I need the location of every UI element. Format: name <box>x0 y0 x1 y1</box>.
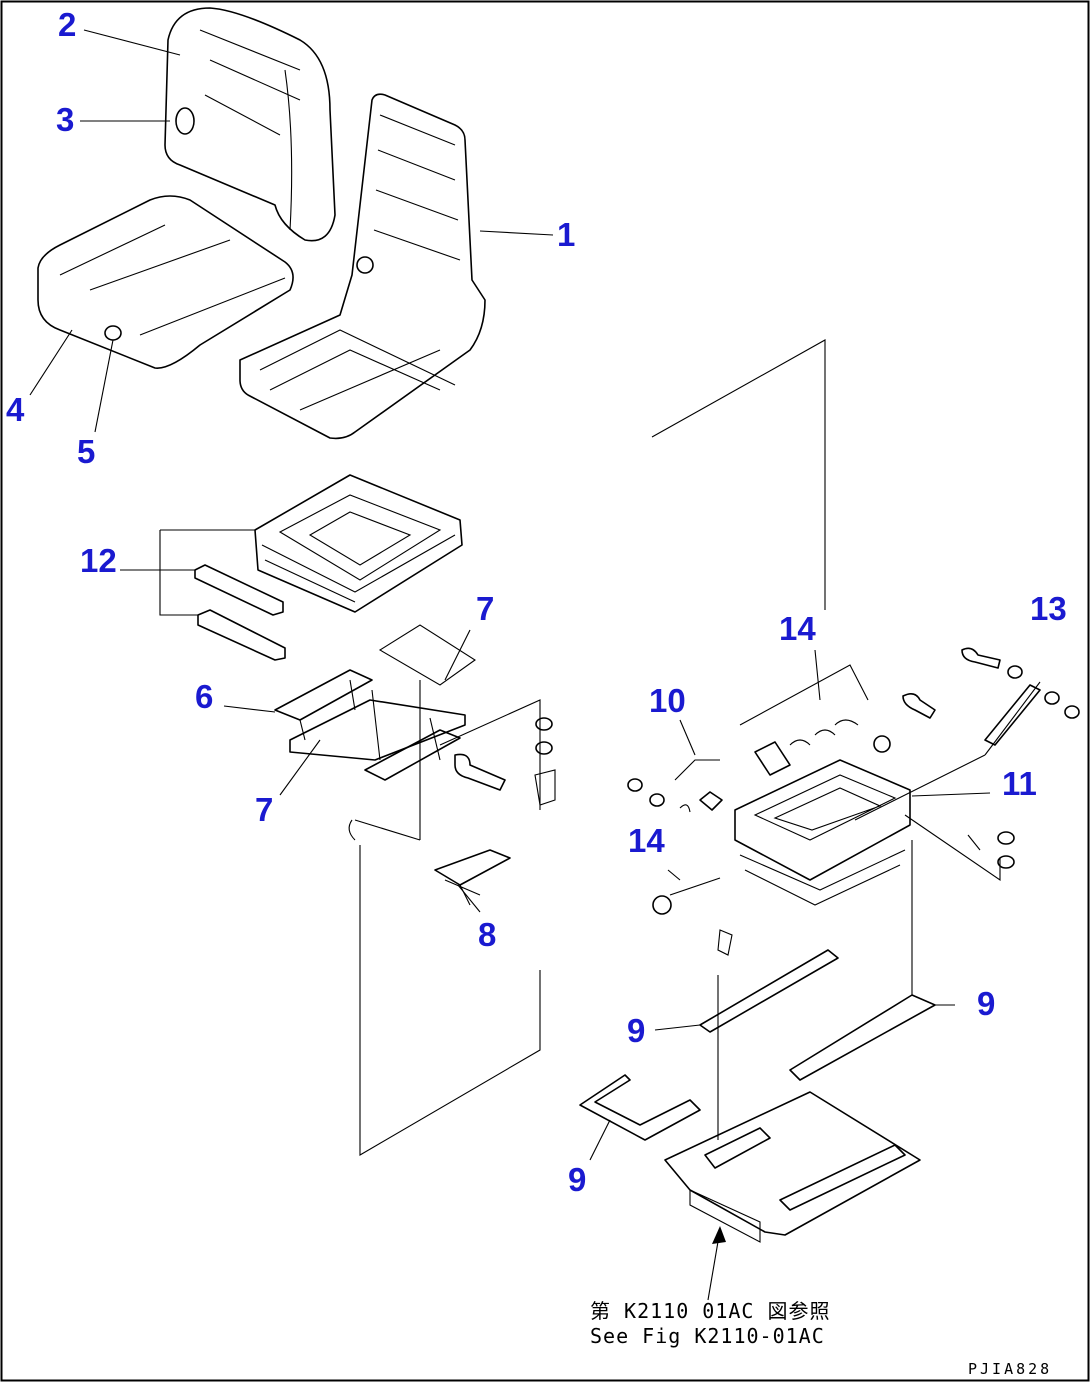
callout-1: 1 <box>557 216 576 253</box>
callout-13: 13 <box>1030 590 1067 627</box>
callout-3: 3 <box>56 101 75 138</box>
lever <box>434 849 511 906</box>
callout-10: 10 <box>649 682 686 719</box>
drawing-code: PJIA828 <box>968 1360 1053 1378</box>
callout-12: 12 <box>80 542 117 579</box>
callout-9-bottom: 9 <box>568 1161 587 1198</box>
suspension-pan <box>159 474 463 661</box>
reference-note-japanese: 第 K2110 01AC 図参照 <box>590 1299 831 1323</box>
callout-7-bottom: 7 <box>255 791 274 828</box>
callout-11: 11 <box>1002 765 1037 802</box>
seat-cushion <box>37 195 294 369</box>
callout-14-bottom: 14 <box>628 822 665 859</box>
callout-7-top: 7 <box>476 590 495 627</box>
callout-9-left: 9 <box>627 1012 646 1049</box>
slide-rail-assembly <box>274 624 556 841</box>
callout-14-top: 14 <box>779 610 816 647</box>
backrest-cushion <box>164 7 336 242</box>
callout-2: 2 <box>58 6 77 43</box>
reference-note-english: See Fig K2110-01AC <box>590 1324 825 1348</box>
seat-frame <box>239 93 486 440</box>
callout-8: 8 <box>478 916 497 953</box>
suspension-unit <box>627 647 1080 915</box>
callout-5: 5 <box>77 433 96 470</box>
callout-9-right: 9 <box>977 985 996 1022</box>
base-rails <box>579 840 936 1301</box>
callout-4: 4 <box>6 391 25 428</box>
callout-6: 6 <box>195 678 214 715</box>
